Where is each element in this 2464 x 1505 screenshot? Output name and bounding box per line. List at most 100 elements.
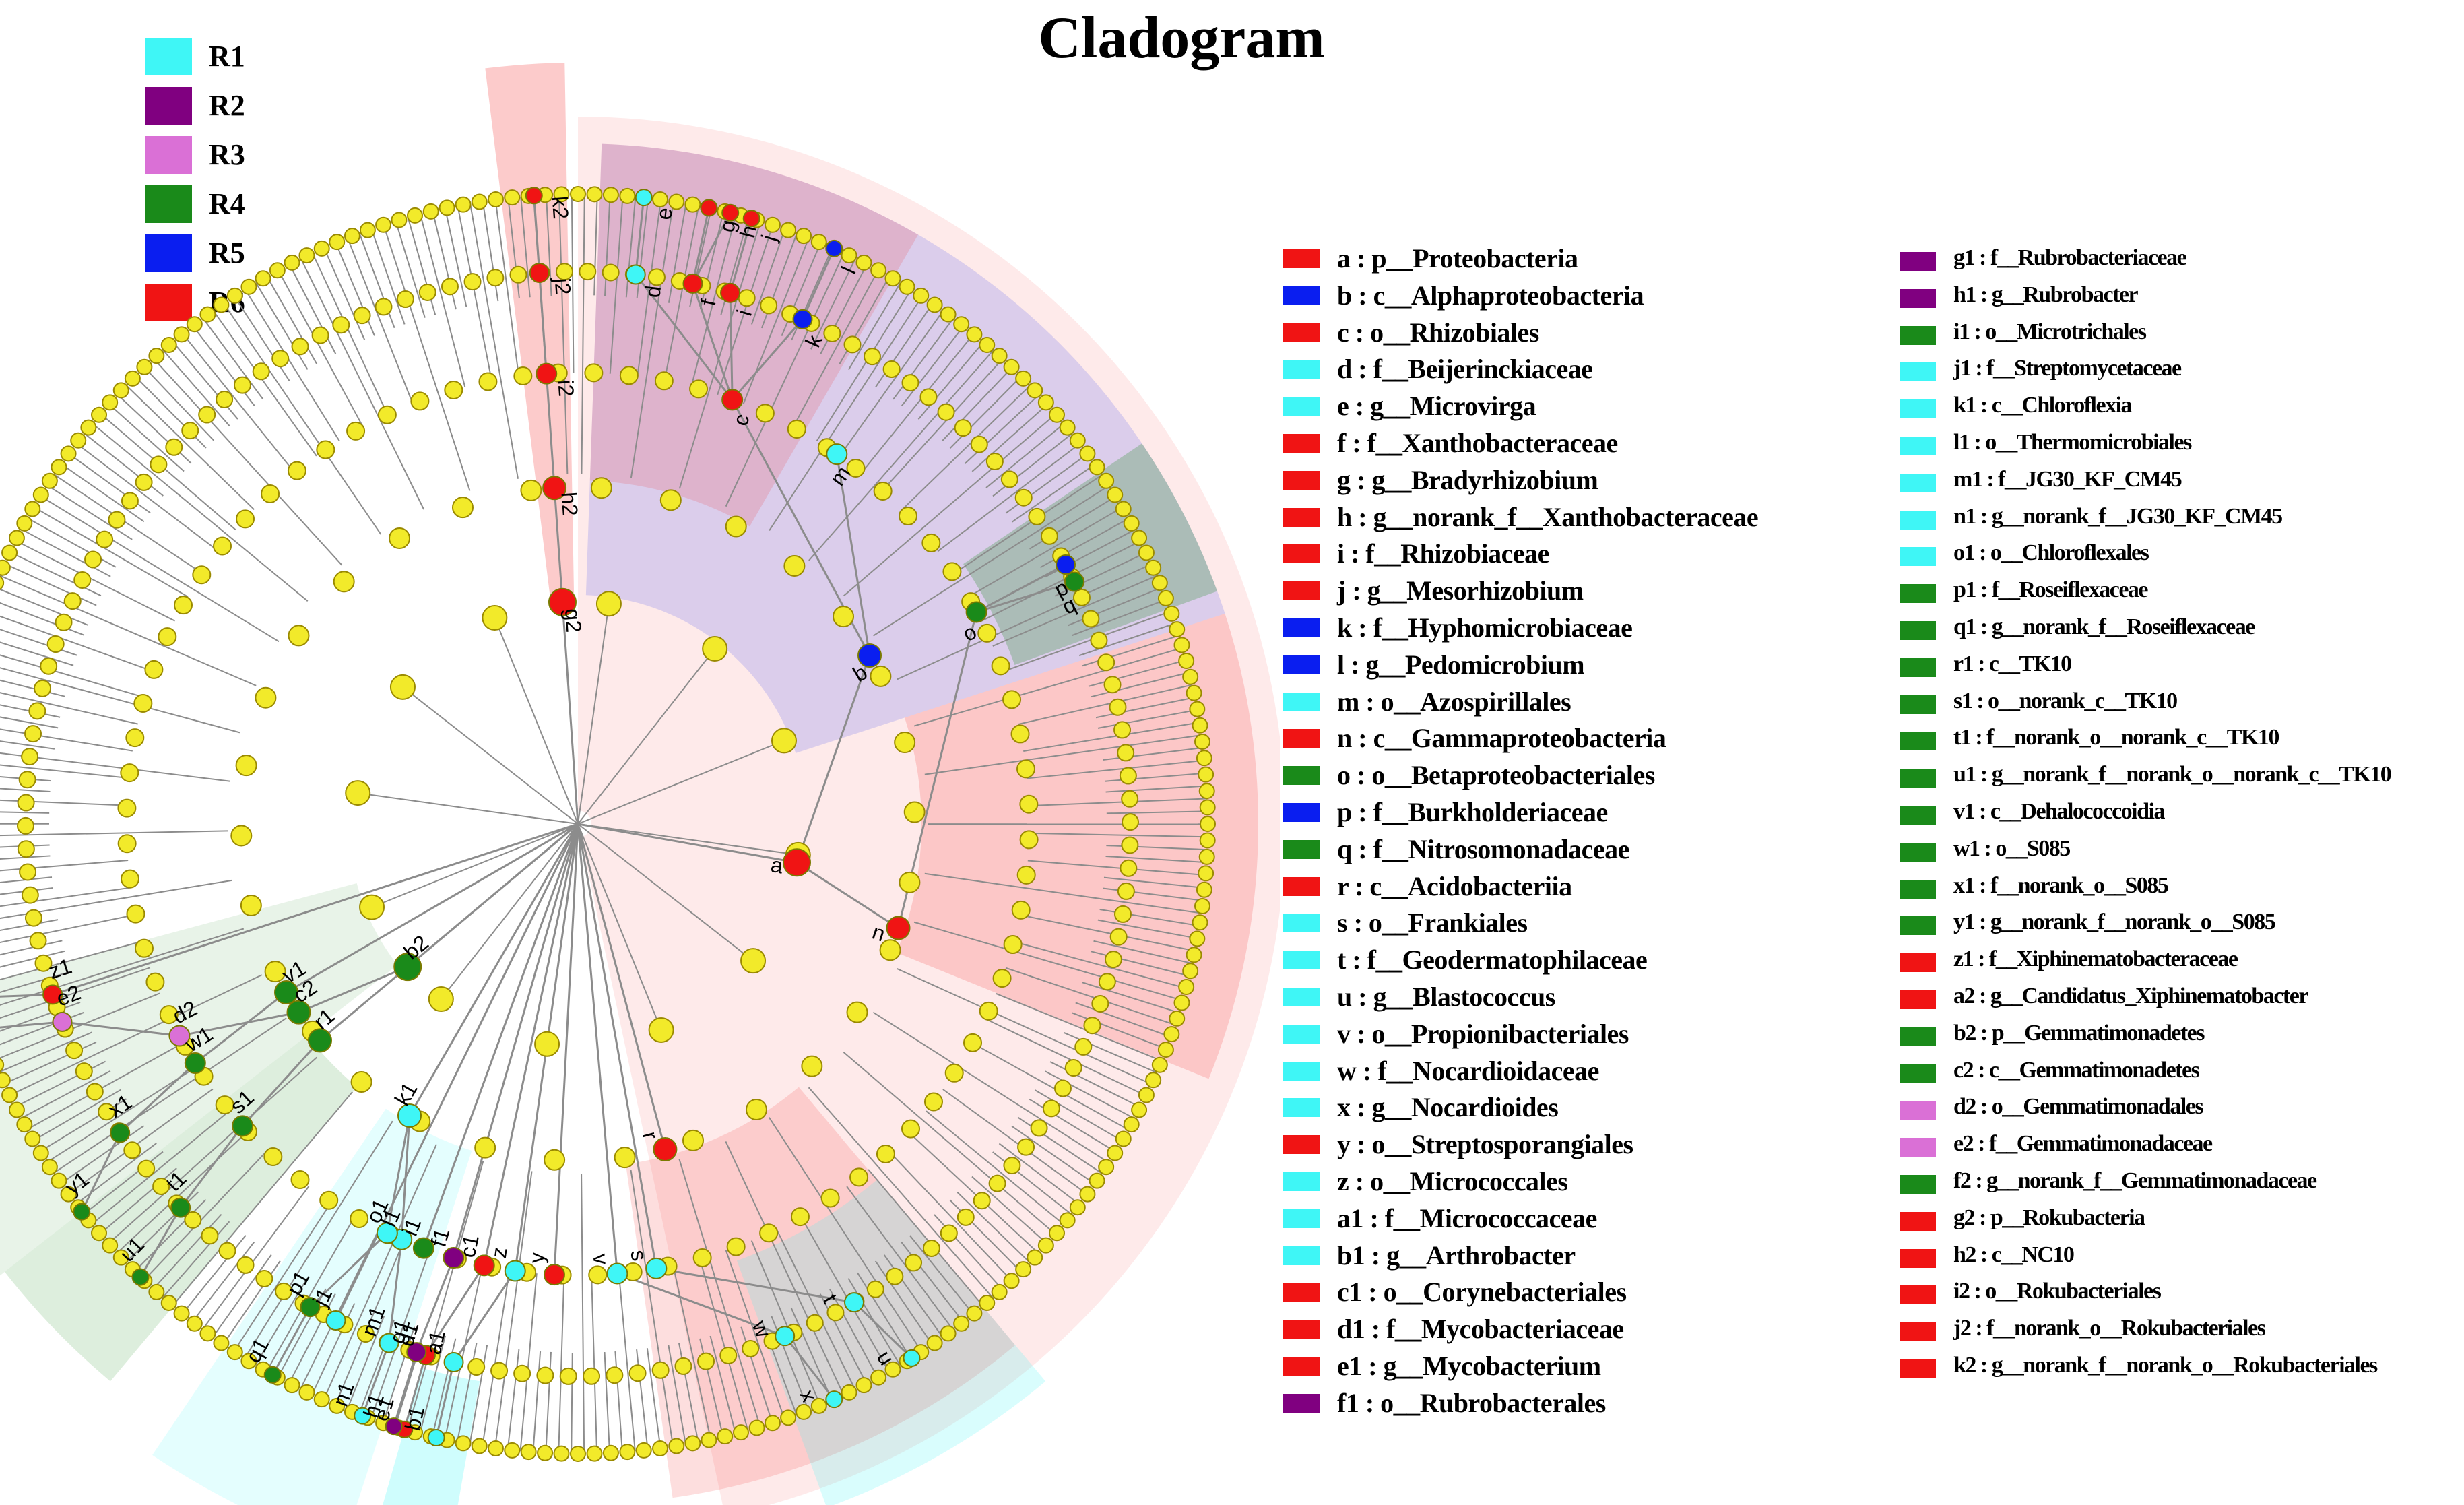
- tree-node: [441, 278, 459, 296]
- taxon-swatch: [1900, 1359, 1936, 1378]
- tree-node: [391, 212, 408, 228]
- tree-node: [121, 492, 139, 510]
- biomarker-node: [720, 282, 741, 303]
- taxon-legend-item: n1 : g__norank_f__JG30_KF_CM45: [1900, 504, 2464, 538]
- tree-node: [570, 186, 586, 202]
- biomarker-node: [782, 848, 811, 877]
- tree-branch: [46, 1066, 198, 1163]
- taxon-label: x : g__Nocardioides: [1337, 1092, 1559, 1123]
- taxon-label: j2 : f__norank_o__Rokubacteriales: [1953, 1316, 2266, 1341]
- tree-node: [544, 1149, 566, 1171]
- tree-node: [1014, 488, 1033, 507]
- tree-branch: [153, 358, 343, 566]
- tree-node: [619, 187, 636, 204]
- clade-branch: [553, 823, 579, 1275]
- tree-branch: [846, 1186, 954, 1331]
- tree-node: [439, 199, 455, 216]
- tree-node: [117, 798, 137, 818]
- clade-branch: [0, 1021, 63, 1029]
- taxon-swatch: [1900, 658, 1936, 677]
- tree-node: [873, 482, 893, 501]
- tree-branch: [1093, 940, 1193, 965]
- tree-branch: [742, 237, 810, 405]
- taxon-swatch: [1283, 434, 1320, 453]
- taxon-swatch: [1900, 1027, 1936, 1046]
- tree-node: [1059, 1212, 1076, 1229]
- taxon-label: b : c__Alphaproteobacteria: [1337, 280, 1644, 311]
- tree-branch: [0, 992, 160, 1059]
- tree-branch: [419, 214, 466, 387]
- clade-branch: [976, 581, 1075, 613]
- biomarker-node: [742, 210, 760, 228]
- tree-branch: [769, 296, 923, 532]
- tree-node: [1082, 610, 1100, 628]
- taxon-legend-item: f2 : g__norank_f__Gemmatimonadaceae: [1900, 1168, 2464, 1202]
- tree-branch: [67, 1088, 214, 1195]
- tree-node: [102, 1237, 119, 1254]
- tree-node: [1089, 1172, 1105, 1189]
- taxon-swatch: [1900, 769, 1936, 788]
- tree-branch: [1011, 1125, 1095, 1185]
- tree-branch: [0, 764, 129, 779]
- clade-branch: [545, 373, 556, 488]
- tree-node: [992, 969, 1012, 988]
- tree-branch: [984, 1018, 1146, 1097]
- tree-node: [32, 1145, 49, 1161]
- tree-branch: [1045, 1070, 1135, 1120]
- biomarker-node: [397, 1103, 422, 1128]
- taxon-legend-item: m : o__Azospirillales: [1283, 686, 1889, 719]
- taxon-label: e2 : f__Gemmatimonadaceae: [1953, 1131, 2213, 1157]
- tree-node: [24, 725, 42, 743]
- tree-branch: [810, 258, 856, 350]
- biomarker-node: [792, 309, 813, 329]
- biomarker-node: [844, 1292, 864, 1313]
- clade-branch: [553, 488, 564, 602]
- biomarker-node: [825, 239, 843, 257]
- node-label: s: [626, 1248, 651, 1263]
- tree-node: [771, 728, 797, 754]
- biomarker-node: [73, 1203, 91, 1221]
- taxon-label: o1 : o__Chloroflexales: [1953, 540, 2149, 566]
- taxon-legend-item: c2 : c__Gemmatimonadetes: [1900, 1058, 2464, 1091]
- taxon-legend-item: j2 : f__norank_o__Rokubacteriales: [1900, 1316, 2464, 1349]
- clade-branch: [635, 274, 734, 401]
- tree-node: [940, 306, 957, 323]
- biomarker-node: [286, 1000, 311, 1025]
- taxon-legend-item: q1 : g__norank_f__Roseiflexaceae: [1900, 614, 2464, 648]
- tree-branch: [792, 269, 879, 428]
- tree-branch: [311, 252, 389, 415]
- tree-node: [894, 732, 916, 754]
- taxon-swatch: [1900, 584, 1936, 604]
- tree-node: [213, 536, 232, 556]
- tree-node: [1186, 684, 1202, 701]
- taxon-label: g2 : p__Rokubacteria: [1953, 1205, 2145, 1230]
- tree-node: [1173, 994, 1190, 1011]
- tree-branch: [0, 914, 136, 944]
- taxon-legend-item: y : o__Streptosporangiales: [1283, 1128, 1889, 1162]
- taxon-label: y1 : g__norank_f__norank_o__S085: [1953, 909, 2276, 935]
- tree-branch: [646, 1348, 661, 1449]
- tree-node: [236, 509, 255, 529]
- tree-node: [233, 376, 251, 394]
- tree-node: [471, 1438, 488, 1454]
- biomarker-node: [376, 1222, 398, 1244]
- tree-branch: [768, 1117, 923, 1353]
- taxon-label: q : f__Nitrosomonadaceae: [1337, 833, 1629, 864]
- biomarker-node: [965, 601, 987, 623]
- clade-branch: [194, 991, 287, 1064]
- tree-node: [230, 825, 253, 847]
- clade-branch: [241, 1039, 321, 1127]
- biomarker-node: [232, 1115, 254, 1137]
- taxon-swatch: [1900, 842, 1936, 862]
- clade-branch: [361, 1343, 390, 1417]
- tree-node: [953, 316, 970, 333]
- tree-branch: [868, 1169, 984, 1307]
- tree-node: [478, 372, 498, 391]
- tree-branch: [494, 199, 520, 377]
- tree-node: [1083, 1017, 1101, 1035]
- tree-node: [701, 1432, 717, 1448]
- tree-node: [41, 1159, 58, 1176]
- tree-node: [329, 234, 346, 251]
- tree-node: [1011, 900, 1031, 920]
- tree-node: [588, 1265, 608, 1285]
